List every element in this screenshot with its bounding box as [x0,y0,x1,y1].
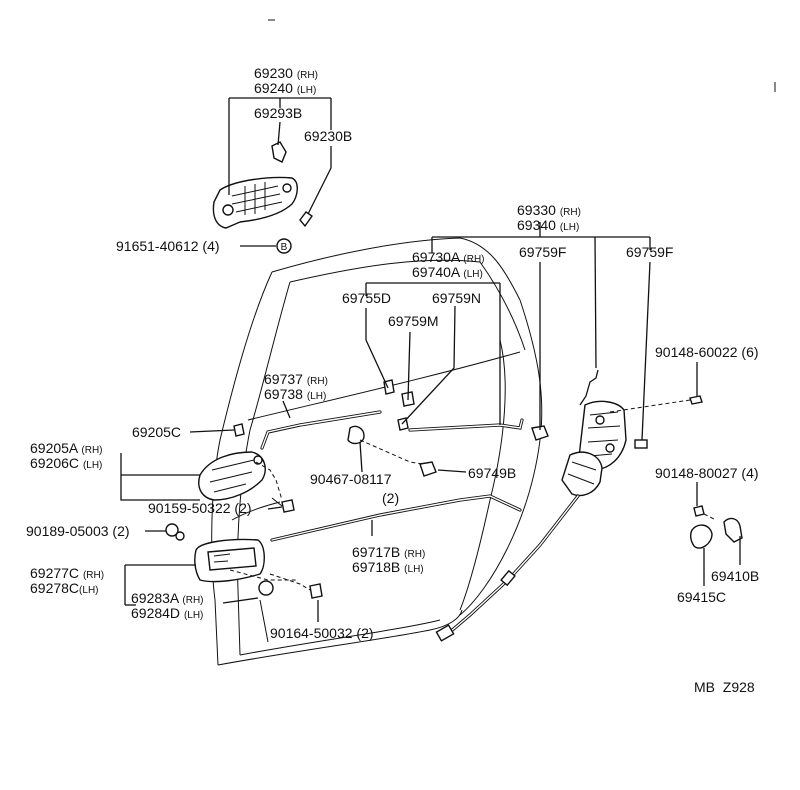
label-69206c: 69206C (LH) [30,455,102,471]
screw-90159-50322 [271,497,295,513]
label-90159-50322: 90159-50322 (2) [148,500,252,516]
label-69330: 69330 (RH) [517,202,581,218]
outside-door-handle [212,176,298,229]
label-91651-40612: 91651-40612 (4) [116,238,220,254]
label-69340: 69340 (LH) [517,217,579,233]
label-69759n: 69759N [432,290,481,306]
label-69284d: 69284D (LH) [131,605,203,621]
label-69230: 69230 (RH) [254,65,318,81]
label-69277c: 69277C (RH) [30,565,104,581]
clip-69410b [723,517,743,543]
label-69230b: 69230B [304,128,352,144]
marker-b-text: B [281,242,288,253]
inside-handle-bezel [194,538,296,583]
label-69410b: 69410B [711,568,759,584]
protector-69415c [689,524,713,549]
clip-90189-05003 [165,523,185,541]
label-69205a: 69205A (RH) [30,440,103,456]
label-69415c: 69415C [677,589,726,605]
label-90467-08117: 90467-08117 [310,471,392,487]
label-90148-80027: 90148-80027 (4) [655,465,759,481]
handle-clip-69293b [271,141,287,163]
label-69737: 69737 (RH) [264,371,328,387]
label-69759f-b: 69759F [626,244,673,260]
handle-pad-69230b [299,211,313,228]
screw-90164-50032 [309,583,323,599]
bolt-90148-80027 [693,505,705,517]
label-69755d: 69755D [342,290,391,306]
label-69205c: 69205C [132,424,181,440]
part-labels: 69230 (RH) 69240 (LH) 69293B 69230B 9165… [26,65,759,641]
label-90189-05003: 90189-05003 (2) [26,523,130,539]
door-panel-outline [211,19,776,666]
label-69718b: 69718B (LH) [352,559,424,575]
label-69278c: 69278C(LH) [30,580,99,596]
label-90467-qty: (2) [382,490,399,506]
diagram-code: MB Z928 [694,679,755,695]
label-69240: 69240 (LH) [254,80,316,96]
label-69283a: 69283A (RH) [131,590,204,606]
label-69293b: 69293B [254,105,302,121]
cap-69283a [258,580,274,596]
label-69740a: 69740A (LH) [412,264,483,280]
lock-cable [435,494,580,642]
inside-door-handle [198,451,266,501]
door-lock-assembly [561,369,703,497]
label-69730a: 69730A (RH) [412,249,485,265]
leader-lines [120,97,741,622]
label-69749b: 69749B [468,465,516,481]
label-69717b: 69717B (RH) [352,544,425,560]
marker-b: B [276,238,292,254]
lock-rods [260,410,524,542]
label-90164-50032: 90164-50032 (2) [270,625,374,641]
label-69759f-a: 69759F [519,244,566,260]
label-69759m: 69759M [388,313,439,329]
label-69738: 69738 (LH) [264,386,326,402]
label-90148-60022: 90148-60022 (6) [655,344,759,360]
